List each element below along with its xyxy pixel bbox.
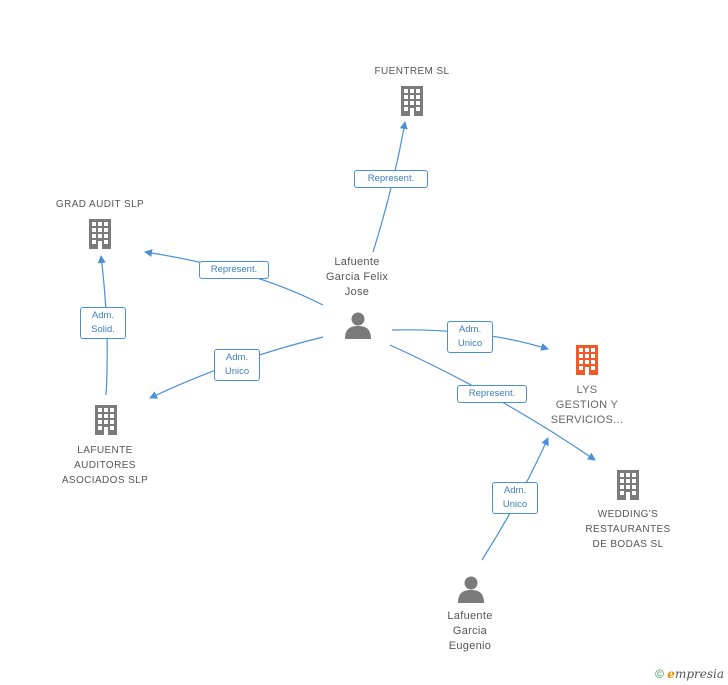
copyright-icon: © [655, 667, 664, 681]
lys-label-line: SERVICIOS... [550, 414, 624, 426]
lys-label-line: LYS [576, 384, 598, 396]
lys-building-icon[interactable] [576, 345, 598, 375]
edge-label-line: Adm. [91, 310, 115, 321]
edge-label-line: Adm. [503, 485, 527, 496]
grad-audit-label[interactable]: GRAD AUDIT SLP [55, 199, 145, 210]
lafuente-felix-label-line: Jose [344, 286, 370, 298]
grad-audit-building-icon[interactable] [89, 219, 111, 249]
edge-label-line: Adm. [225, 352, 249, 363]
brand-logo-e: e [667, 667, 675, 681]
lafuente-eugenio-label-line: Garcia [452, 625, 488, 637]
edge-label-felix-weddings: Represent. [457, 385, 527, 403]
edge-label-felix-grad: Represent. [199, 261, 269, 279]
lafuente-felix-label-line: Lafuente [334, 256, 380, 268]
lafuente-auditores-building-icon[interactable] [95, 405, 117, 435]
edge-label-line: Adm. [458, 324, 482, 335]
lafuente-auditores-label-line: ASOCIADOS SLP [61, 475, 149, 486]
weddings-label-line: DE BODAS SL [592, 539, 664, 550]
lafuente-eugenio-label-line: Lafuente [447, 610, 493, 622]
edge-label-eugenio-lys: Adm. Unico [492, 482, 538, 514]
lys-label-line: GESTION Y [555, 399, 619, 411]
lafuente-auditores-label[interactable]: LAFUENTE AUDITORES ASOCIADOS SLP [45, 443, 165, 488]
weddings-label-line: RESTAURANTES [585, 524, 671, 535]
edge-label-felix-auditores: Adm. Unico [214, 349, 260, 381]
lafuente-auditores-label-line: LAFUENTE [77, 445, 133, 456]
edge-label-auditores-grad: Adm. Solid. [80, 307, 126, 339]
weddings-label-line: WEDDING'S [597, 509, 659, 520]
fuentrem-building-icon[interactable] [401, 86, 423, 116]
lys-label[interactable]: LYS GESTION Y SERVICIOS... [527, 383, 647, 428]
lafuente-felix-label[interactable]: Lafuente Garcia Felix Jose [297, 255, 417, 300]
edge-label-line: Unico [457, 338, 483, 349]
edge-label-felix-fuentrem: Represent. [354, 170, 428, 188]
edge-label-line: Unico [224, 366, 250, 377]
edge-label-line: Solid. [91, 324, 115, 335]
edge-label-felix-lys: Adm. Unico [447, 321, 493, 353]
weddings-label[interactable]: WEDDING'S RESTAURANTES DE BODAS SL [568, 507, 688, 552]
brand-name: mpresia [674, 667, 724, 681]
lafuente-felix-person-icon[interactable] [345, 312, 371, 340]
footer-brand[interactable]: © empresia [655, 667, 724, 681]
fuentrem-label[interactable]: FUENTREM SL [374, 66, 450, 77]
lafuente-eugenio-person-icon[interactable] [458, 576, 484, 604]
edge-label-line: Unico [502, 499, 528, 510]
lafuente-eugenio-label[interactable]: Lafuente Garcia Eugenio [410, 609, 530, 654]
weddings-building-icon[interactable] [617, 470, 639, 500]
lafuente-felix-label-line: Garcia Felix [325, 271, 389, 283]
lafuente-eugenio-label-line: Eugenio [448, 640, 492, 652]
lafuente-auditores-label-line: AUDITORES [74, 460, 136, 471]
